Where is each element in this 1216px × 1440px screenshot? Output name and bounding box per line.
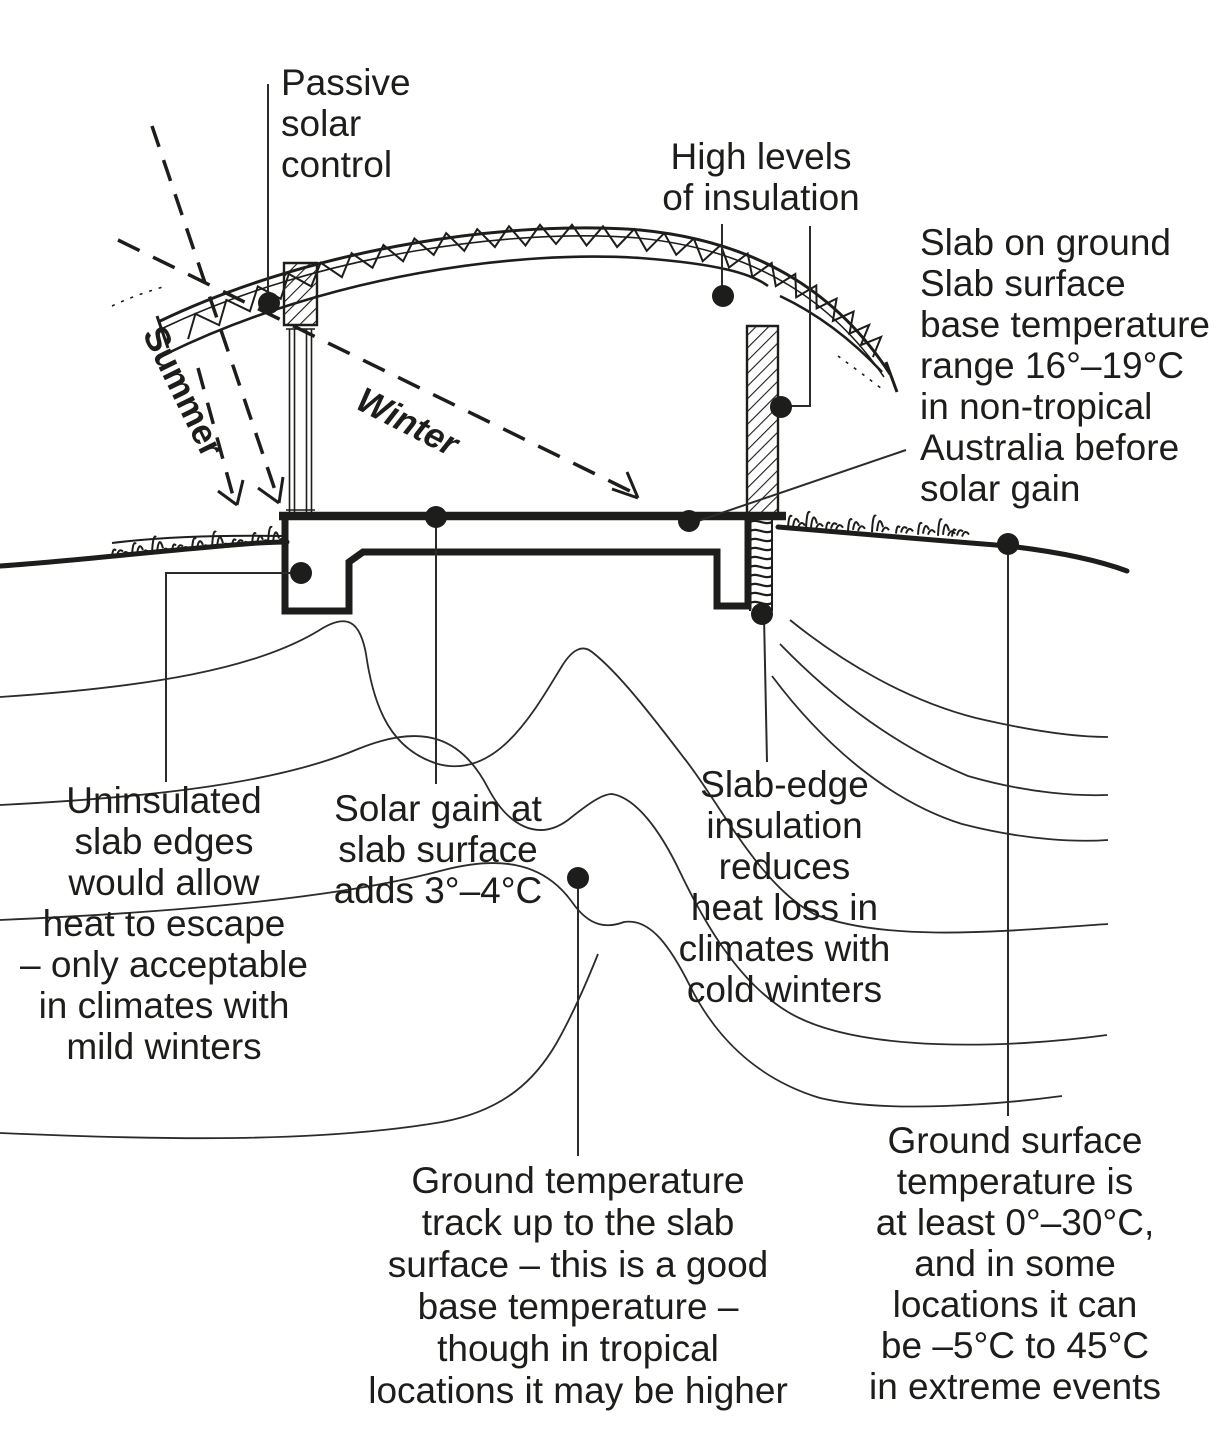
summer-branch-arrowhead — [218, 480, 243, 505]
isotherm-contour — [0, 863, 1062, 1106]
isotherm-contour — [780, 644, 1108, 795]
anchor-dot-edge-insulation — [751, 603, 773, 625]
roof-right-eave-cap — [886, 362, 897, 392]
annotation-ground-surface-temperature: Ground surface temperature is at least 0… — [868, 1120, 1162, 1407]
anchor-dot-roof-insulation — [712, 285, 734, 307]
leader-high-insulation-wall — [790, 226, 810, 406]
annotation-uninsulated-slab-edges: Uninsulated slab edges would allow heat … — [20, 780, 308, 1067]
isotherm-contour — [772, 676, 1108, 841]
anchor-dot-slab-surface-right — [678, 510, 700, 532]
window-glazing — [286, 329, 315, 512]
anchor-dot-left-footing — [290, 562, 312, 584]
anchor-dot-wall-insulation — [770, 396, 792, 418]
isotherm-contour — [790, 620, 1108, 737]
winter-dashed-line — [118, 240, 632, 492]
annotation-solar-gain: Solar gain at slab surface adds 3°–4°C — [333, 788, 543, 911]
anchor-dot-ground-surface — [997, 533, 1019, 555]
ground-line-left — [0, 542, 287, 566]
roof-left-eave-cap — [157, 316, 168, 348]
roof-sketch-dots-left — [112, 287, 163, 306]
left-wall-hatched-block — [284, 263, 317, 325]
slab-edge-insulation-strip — [750, 518, 772, 611]
isotherm-contour — [0, 954, 598, 1138]
roof-bottom-chord — [166, 257, 768, 354]
winter-arrowhead — [612, 472, 638, 498]
anchor-dot-passive-solar — [258, 292, 280, 314]
summer-sun-path — [152, 126, 283, 505]
leader-slab-on-ground — [695, 450, 906, 522]
summer-branch-dash — [198, 368, 233, 496]
callout-leader-lines — [166, 84, 1008, 1156]
isotherm-contour — [0, 736, 1107, 1045]
annotation-slab-edge-insulation: Slab-edge insulation reduces heat loss i… — [678, 764, 891, 1010]
summer-arrowhead — [258, 477, 283, 503]
annotation-ground-temperature: Ground temperature track up to the slab … — [368, 1160, 788, 1411]
right-wall-hatched — [747, 326, 778, 516]
leader-slab-edge-insulation — [764, 616, 767, 762]
annotation-passive-solar-control: Passive solar control — [281, 62, 411, 185]
annotation-high-insulation: High levels of insulation — [662, 136, 860, 218]
isotherm-contour — [0, 621, 1108, 932]
grass-tufts-right — [788, 512, 969, 537]
leader-uninsulated-edges — [166, 573, 299, 782]
grass-tufts-left — [112, 527, 285, 557]
anchor-dot-slab-surface-left — [425, 506, 447, 528]
slab-and-footings-outline — [285, 520, 748, 611]
callout-anchor-dots — [258, 285, 1019, 889]
annotation-slab-on-ground: Slab on ground Slab surface base tempera… — [920, 222, 1211, 509]
anchor-dot-ground-temperature — [567, 867, 589, 889]
summer-dashed-line — [152, 126, 277, 496]
roof-overhang-underside — [780, 296, 882, 372]
ground-isotherm-contours — [0, 620, 1108, 1138]
winter-sun-path — [118, 240, 638, 498]
roof-sketch-dots-right — [838, 356, 886, 392]
ground-line-right — [778, 527, 1127, 571]
